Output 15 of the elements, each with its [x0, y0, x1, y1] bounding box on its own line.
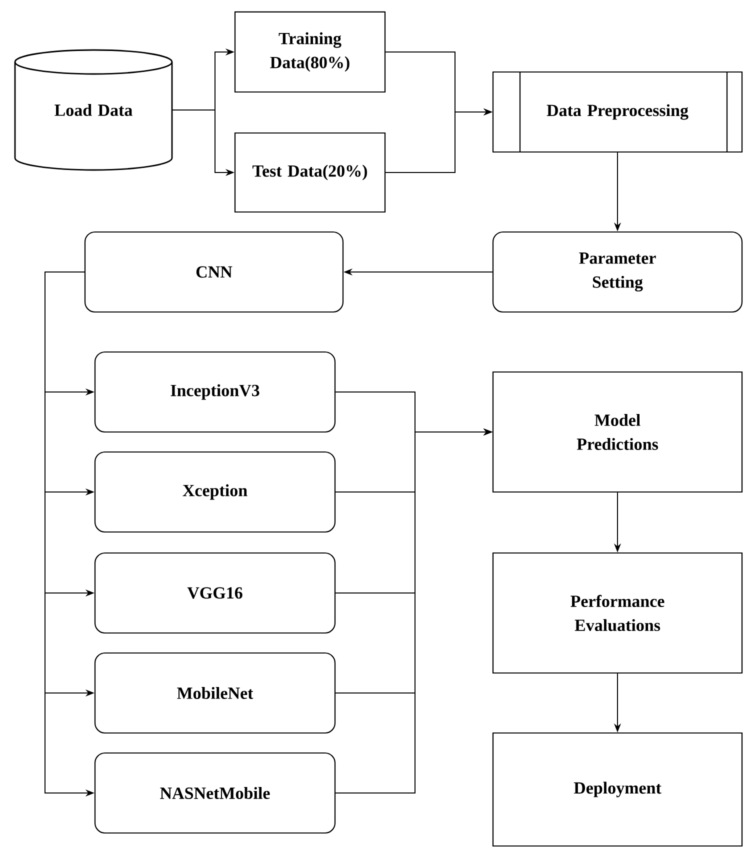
rounded-box: VGG16 [94, 552, 336, 634]
process-box: Deployment [492, 732, 743, 847]
rounded-box: InceptionV3 [94, 351, 336, 433]
process-box: Training Data(80%) [234, 11, 386, 93]
predefined-process-box: Data Preprocessing [492, 71, 743, 153]
rounded-box: Xception [94, 451, 336, 533]
process-box: Test Data(20%) [234, 132, 386, 213]
process-box: Performance Evaluations [492, 552, 743, 674]
rounded-box: MobileNet [94, 652, 336, 734]
database-cylinder: Load Data [14, 49, 173, 171]
node-label: Load Data [54, 104, 132, 116]
process-box: Model Predictions [492, 371, 743, 493]
rounded-box: CNN [84, 231, 344, 313]
rounded-box: Parameter Setting [492, 231, 743, 313]
rounded-box: NASNetMobile [94, 752, 336, 834]
